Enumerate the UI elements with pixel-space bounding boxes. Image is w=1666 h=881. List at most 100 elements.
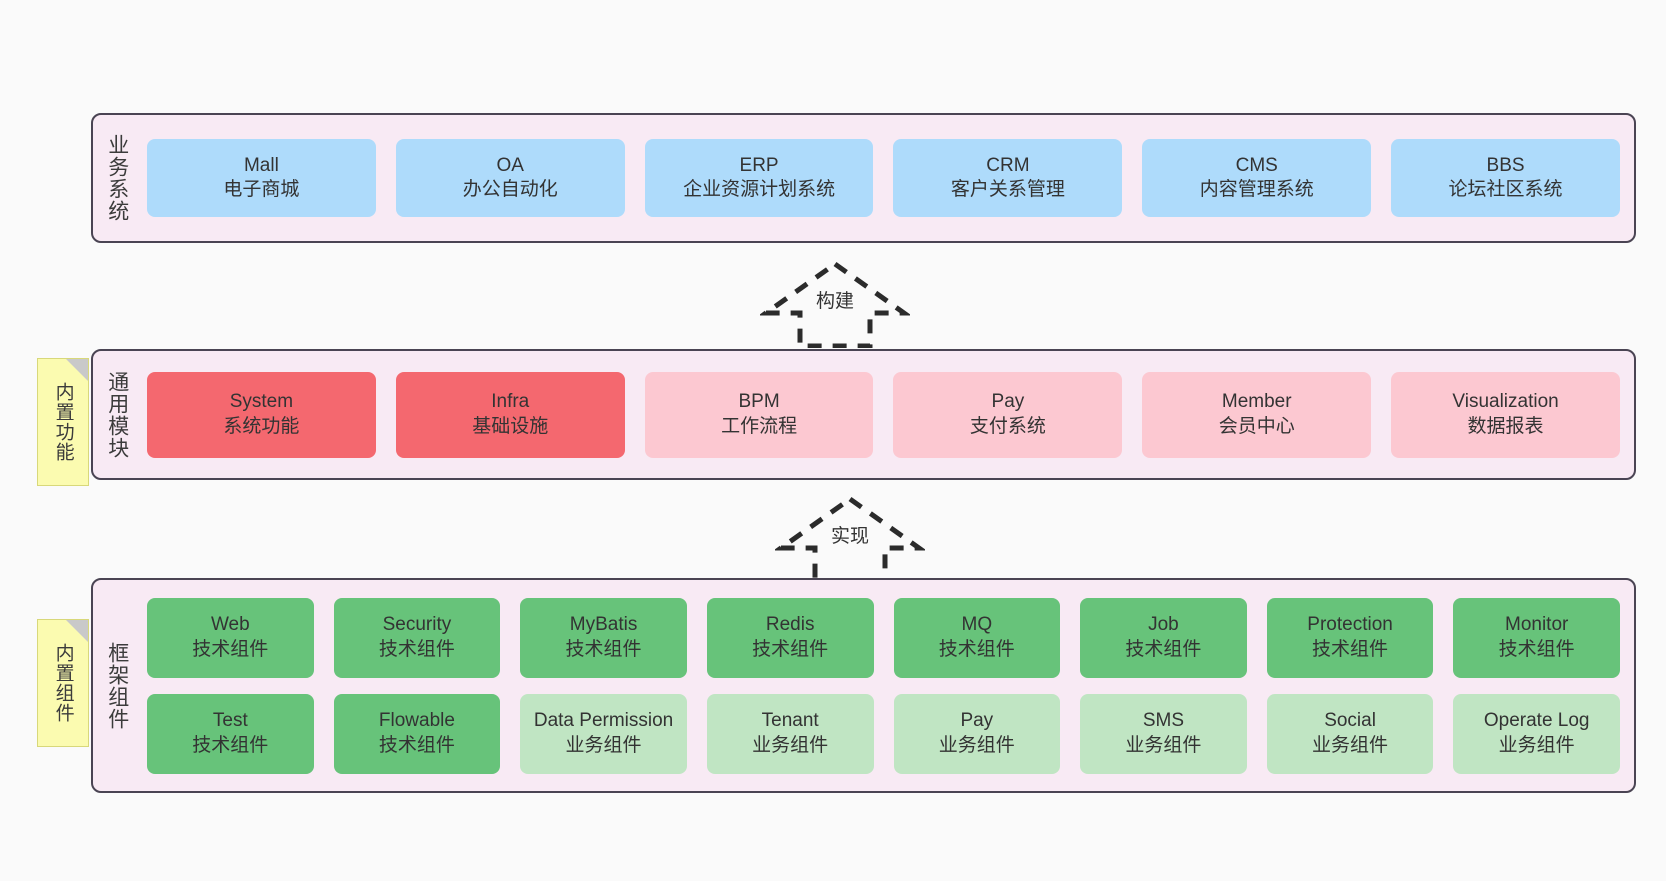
tile-web-name: Web — [210, 614, 250, 636]
framework-tile-row-2: Test 技术组件 Flowable 技术组件 Data Permission … — [147, 693, 1620, 774]
tile-test-name: Test — [212, 710, 248, 732]
tile-member-desc: 会员中心 — [1218, 415, 1295, 437]
tile-test[interactable]: Test 技术组件 — [147, 693, 314, 774]
note-fold-corner-icon-2 — [66, 620, 88, 642]
tile-security[interactable]: Security 技术组件 — [333, 597, 501, 678]
note-builtin-component-text: 内置组件 — [52, 643, 74, 723]
tile-tenant-name: Tenant — [761, 710, 819, 732]
tile-visualization[interactable]: Visualization 数据报表 — [1391, 371, 1620, 458]
tile-monitor[interactable]: Monitor 技术组件 — [1453, 597, 1620, 678]
tile-sms-desc: 业务组件 — [1125, 734, 1202, 756]
tile-erp-desc: 企业资源计划系统 — [683, 179, 836, 200]
tile-social-desc: 业务组件 — [1312, 734, 1389, 756]
tile-pay-component-name: Pay — [960, 710, 994, 732]
sticky-note-builtin-function: 内置功能 — [37, 358, 89, 486]
tile-cms-name: CMS — [1235, 154, 1278, 176]
tile-test-desc: 技术组件 — [192, 734, 269, 756]
tile-flowable-name: Flowable — [378, 710, 455, 732]
tile-protection-desc: 技术组件 — [1312, 638, 1389, 660]
tile-cms-desc: 内容管理系统 — [1199, 179, 1314, 200]
tile-security-name: Security — [382, 614, 452, 636]
business-tile-row: Mall 电子商城 OA 办公自动化 ERP 企业资源计划系统 CRM 客户关系… — [147, 139, 1620, 217]
tile-bbs[interactable]: BBS 论坛社区系统 — [1391, 139, 1620, 217]
sticky-note-builtin-component: 内置组件 — [37, 619, 89, 747]
tile-system[interactable]: System 系统功能 — [147, 371, 376, 458]
tile-data-permission-desc: 业务组件 — [565, 734, 642, 756]
tile-monitor-desc: 技术组件 — [1498, 638, 1575, 660]
tile-mybatis-desc: 技术组件 — [565, 638, 642, 660]
tile-erp[interactable]: ERP 企业资源计划系统 — [644, 139, 874, 217]
tile-redis-name: Redis — [765, 614, 815, 636]
tile-operate-log[interactable]: Operate Log 业务组件 — [1453, 693, 1620, 774]
tile-security-desc: 技术组件 — [378, 638, 455, 660]
layer-common-modules: 通用模块 System 系统功能 Infra 基础设施 BPM 工作流程 Pay — [91, 349, 1636, 480]
tile-tenant[interactable]: Tenant 业务组件 — [706, 693, 874, 774]
tile-job[interactable]: Job 技术组件 — [1080, 597, 1247, 678]
tile-mq[interactable]: MQ 技术组件 — [893, 597, 1061, 678]
tile-cms[interactable]: CMS 内容管理系统 — [1142, 139, 1372, 217]
tile-data-permission-name: Data Permission — [533, 710, 674, 732]
tile-job-desc: 技术组件 — [1125, 638, 1202, 660]
note-fold-corner-icon — [66, 359, 88, 381]
tile-operate-log-desc: 业务组件 — [1498, 734, 1575, 756]
framework-tile-row-1: Web 技术组件 Security 技术组件 MyBatis 技术组件 Redi… — [147, 597, 1620, 678]
layer-framework-components: 框架组件 Web 技术组件 Security 技术组件 MyBatis 技术组件… — [91, 578, 1636, 793]
tile-system-desc: 系统功能 — [223, 415, 300, 437]
layer-business-title: 业务系统 — [105, 134, 129, 222]
tile-social[interactable]: Social 业务组件 — [1266, 693, 1434, 774]
tile-oa-desc: 办公自动化 — [462, 179, 558, 200]
tile-web-desc: 技术组件 — [192, 638, 269, 660]
tile-crm-desc: 客户关系管理 — [950, 179, 1065, 200]
tile-web[interactable]: Web 技术组件 — [147, 597, 314, 678]
tile-member[interactable]: Member 会员中心 — [1142, 371, 1372, 458]
layer-modules-body: System 系统功能 Infra 基础设施 BPM 工作流程 Pay 支付系统… — [141, 351, 1634, 478]
tile-flowable[interactable]: Flowable 技术组件 — [333, 693, 501, 774]
tile-pay-module-name: Pay — [991, 391, 1025, 413]
note-builtin-function-text: 内置功能 — [52, 382, 74, 462]
tile-bpm[interactable]: BPM 工作流程 — [644, 371, 874, 458]
tile-protection-name: Protection — [1307, 614, 1393, 636]
tile-redis-desc: 技术组件 — [752, 638, 829, 660]
tile-pay-component[interactable]: Pay 业务组件 — [893, 693, 1061, 774]
tile-mq-name: MQ — [961, 614, 993, 636]
connector-build: 构建 — [760, 258, 910, 348]
tile-oa-name: OA — [496, 154, 524, 176]
layer-framework-title: 框架组件 — [105, 641, 129, 730]
tile-crm[interactable]: CRM 客户关系管理 — [893, 139, 1123, 217]
tile-pay-module-desc: 支付系统 — [969, 415, 1046, 437]
layer-business-system: 业务系统 Mall 电子商城 OA 办公自动化 ERP 企业资源计划系统 CRM — [91, 113, 1636, 243]
tile-data-permission[interactable]: Data Permission 业务组件 — [520, 693, 687, 774]
tile-pay-module[interactable]: Pay 支付系统 — [893, 371, 1123, 458]
tile-crm-name: CRM — [986, 154, 1030, 176]
tile-system-name: System — [229, 391, 294, 413]
layer-business-body: Mall 电子商城 OA 办公自动化 ERP 企业资源计划系统 CRM 客户关系… — [141, 115, 1634, 241]
tile-bpm-desc: 工作流程 — [721, 415, 798, 437]
tile-infra[interactable]: Infra 基础设施 — [395, 371, 625, 458]
tile-mall[interactable]: Mall 电子商城 — [147, 139, 376, 217]
tile-pay-component-desc: 业务组件 — [938, 734, 1015, 756]
tile-oa[interactable]: OA 办公自动化 — [395, 139, 625, 217]
connector-implement: 实现 — [775, 493, 925, 583]
tile-sms[interactable]: SMS 业务组件 — [1080, 693, 1247, 774]
layer-framework-body: Web 技术组件 Security 技术组件 MyBatis 技术组件 Redi… — [141, 580, 1634, 791]
tile-bpm-name: BPM — [738, 391, 780, 413]
tile-infra-desc: 基础设施 — [472, 415, 549, 437]
tile-bbs-name: BBS — [1486, 154, 1525, 176]
tile-protection[interactable]: Protection 技术组件 — [1266, 597, 1434, 678]
tile-sms-name: SMS — [1142, 710, 1185, 732]
tile-flowable-desc: 技术组件 — [378, 734, 455, 756]
tile-visualization-name: Visualization — [1452, 391, 1559, 413]
tile-social-name: Social — [1324, 710, 1376, 732]
tile-mq-desc: 技术组件 — [938, 638, 1015, 660]
tile-mybatis-name: MyBatis — [569, 614, 638, 636]
tile-redis[interactable]: Redis 技术组件 — [706, 597, 874, 678]
tile-tenant-desc: 业务组件 — [752, 734, 829, 756]
tile-mybatis[interactable]: MyBatis 技术组件 — [520, 597, 687, 678]
implement-arrow-shape — [775, 495, 925, 583]
tile-member-name: Member — [1221, 391, 1292, 413]
tile-job-name: Job — [1148, 614, 1179, 636]
build-arrow-shape — [760, 260, 910, 348]
tile-monitor-name: Monitor — [1505, 614, 1569, 636]
tile-erp-name: ERP — [739, 154, 779, 176]
